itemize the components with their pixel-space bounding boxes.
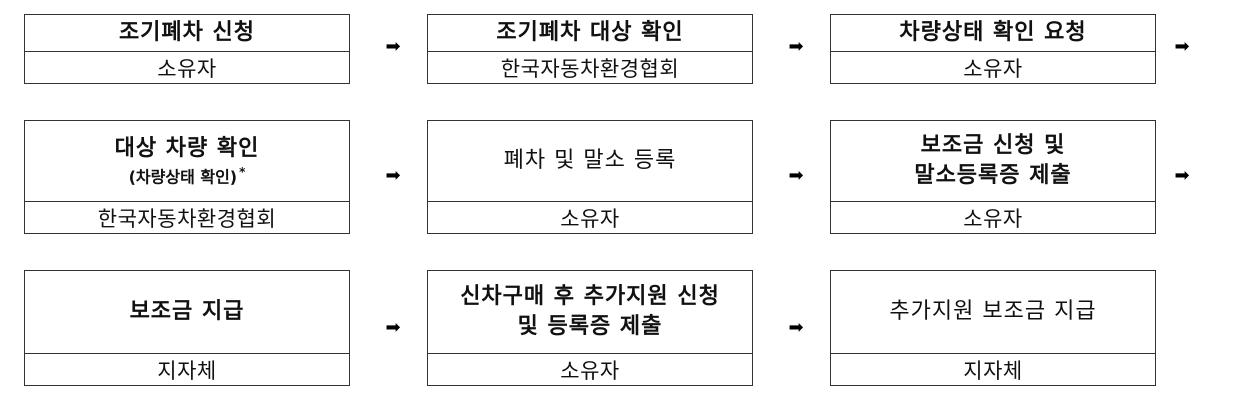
arrow-right-icon: ➡ — [788, 165, 804, 186]
step-box-subsidy-application: 보조금 신청 및 말소등록증 제출 소유자 — [830, 120, 1156, 234]
arrow-right-icon: ➡ — [385, 165, 401, 186]
step-box-additional-subsidy-payment: 추가지원 보조금 지급 지자체 — [830, 270, 1156, 386]
step-box-early-scrap-application: 조기폐차 신청 소유자 — [24, 14, 350, 84]
step-box-target-vehicle-check: 대상 차량 확인 (차량상태 확인)* 한국자동차환경협회 — [24, 120, 350, 234]
step-actor: 소유자 — [831, 201, 1155, 233]
footnote-mark: * — [239, 164, 246, 179]
step-title: 대상 차량 확인 (차량상태 확인)* — [25, 121, 349, 201]
step-actor: 한국자동차환경협회 — [428, 51, 752, 83]
step-title: 추가지원 보조금 지급 — [831, 271, 1155, 353]
step-actor: 소유자 — [428, 353, 752, 385]
step-title-line: 조기폐차 대상 확인 — [496, 20, 684, 46]
step-title: 조기폐차 대상 확인 — [428, 15, 752, 51]
step-title-line: 말소등록증 제출 — [914, 163, 1072, 188]
step-subtitle: (차량상태 확인)* — [128, 164, 246, 187]
step-box-scrap-and-deregistration: 폐차 및 말소 등록 소유자 — [427, 120, 753, 234]
arrow-right-icon: ➡ — [1174, 165, 1190, 186]
step-title-line: 및 등록증 제출 — [517, 314, 663, 339]
step-actor: 지자체 — [831, 353, 1155, 385]
step-actor: 지자체 — [25, 353, 349, 385]
step-title: 조기폐차 신청 — [25, 15, 349, 51]
step-title-line: 신차구매 후 추가지원 신청 — [460, 284, 720, 310]
arrow-right-icon: ➡ — [788, 36, 804, 57]
step-actor: 한국자동차환경협회 — [25, 201, 349, 233]
step-title-line: 대상 차량 확인 — [114, 136, 260, 162]
step-actor: 소유자 — [25, 51, 349, 83]
step-title: 차량상태 확인 요청 — [831, 15, 1155, 51]
step-box-subsidy-payment: 보조금 지급 지자체 — [24, 270, 350, 386]
step-title: 신차구매 후 추가지원 신청 및 등록증 제출 — [428, 271, 752, 353]
arrow-right-icon: ➡ — [788, 317, 804, 338]
step-box-vehicle-condition-request: 차량상태 확인 요청 소유자 — [830, 14, 1156, 84]
step-actor: 소유자 — [428, 201, 752, 233]
step-title-line: 추가지원 보조금 지급 — [889, 299, 1097, 325]
step-title-line: 보조금 지급 — [129, 299, 245, 325]
step-title: 폐차 및 말소 등록 — [428, 121, 752, 201]
step-title: 보조금 지급 — [25, 271, 349, 353]
step-box-eligibility-check: 조기폐차 대상 확인 한국자동차환경협회 — [427, 14, 753, 84]
step-title-line: 차량상태 확인 요청 — [899, 20, 1087, 46]
step-title-line: 폐차 및 말소 등록 — [503, 148, 677, 174]
step-title-line: 조기폐차 신청 — [118, 20, 256, 46]
arrow-right-icon: ➡ — [385, 36, 401, 57]
arrow-right-icon: ➡ — [1174, 36, 1190, 57]
step-title-line: 보조금 신청 및 — [920, 133, 1066, 159]
step-actor: 소유자 — [831, 51, 1155, 83]
step-box-additional-support-application: 신차구매 후 추가지원 신청 및 등록증 제출 소유자 — [427, 270, 753, 386]
step-title: 보조금 신청 및 말소등록증 제출 — [831, 121, 1155, 201]
arrow-right-icon: ➡ — [385, 317, 401, 338]
